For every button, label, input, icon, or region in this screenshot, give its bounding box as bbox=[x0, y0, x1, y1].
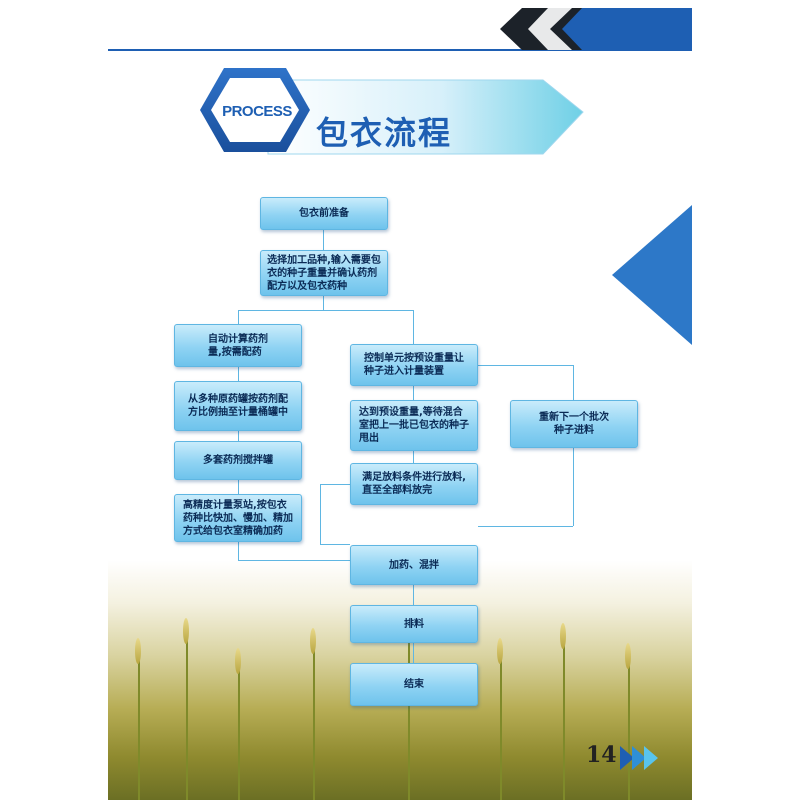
step-end: 结束 bbox=[350, 663, 478, 706]
top-rule bbox=[108, 49, 692, 51]
connector bbox=[238, 310, 413, 311]
connector bbox=[238, 431, 239, 441]
step-metering-pump: 高精度计量泵站,按包衣 药种比快加、慢加、精加 方式给包衣室精确加药 bbox=[174, 494, 302, 542]
connector bbox=[413, 386, 414, 400]
step-pump-to-meter: 从多种原药罐按药剂配 方比例抽至计量桶罐中 bbox=[174, 381, 302, 431]
page-title: 包衣流程 bbox=[316, 114, 453, 152]
page-number: 14 bbox=[586, 742, 617, 768]
step-add-mix: 加药、混拌 bbox=[350, 545, 478, 585]
title-banner bbox=[200, 68, 584, 155]
brochure-page: PROCESS 包衣流程 包衣 bbox=[108, 0, 692, 800]
process-label: PROCESS bbox=[222, 103, 292, 120]
step-discharge-condition: 满足放料条件进行放料, 直至全部料放完 bbox=[350, 463, 478, 505]
connector bbox=[238, 480, 239, 494]
step-reach-weight: 达到预设重量,等待混合 室把上一批已包衣的种子 甩出 bbox=[350, 400, 478, 451]
next-page-arrows-icon bbox=[620, 746, 658, 770]
connector bbox=[478, 526, 573, 527]
connector bbox=[413, 451, 414, 463]
connector bbox=[238, 560, 350, 561]
step-select-variety: 选择加工品种,输入需要包 衣的种子重量并确认药剂 配方以及包衣药种 bbox=[260, 250, 388, 296]
connector bbox=[478, 365, 573, 366]
step-next-batch: 重新下一个批次 种子进料 bbox=[510, 400, 638, 448]
connector bbox=[320, 484, 321, 544]
connector bbox=[238, 542, 239, 560]
connector bbox=[238, 310, 239, 324]
step-control-unit: 控制单元按预设重量让 种子进入计量装置 bbox=[350, 344, 478, 386]
step-mixing-tanks: 多套药剂搅拌罐 bbox=[174, 441, 302, 480]
side-triangle-decoration bbox=[612, 205, 692, 345]
connector bbox=[238, 367, 239, 381]
connector bbox=[413, 643, 414, 663]
top-chevrons-decoration bbox=[500, 8, 692, 50]
connector bbox=[323, 230, 324, 250]
connector bbox=[320, 484, 350, 485]
step-prepare: 包衣前准备 bbox=[260, 197, 388, 230]
connector bbox=[320, 544, 350, 545]
step-auto-calc: 自动计算药剂 量,按需配药 bbox=[174, 324, 302, 367]
connector bbox=[413, 585, 414, 605]
connector bbox=[573, 448, 574, 526]
connector bbox=[573, 365, 574, 400]
step-discharge: 排料 bbox=[350, 605, 478, 643]
connector bbox=[413, 310, 414, 344]
connector bbox=[323, 296, 324, 310]
